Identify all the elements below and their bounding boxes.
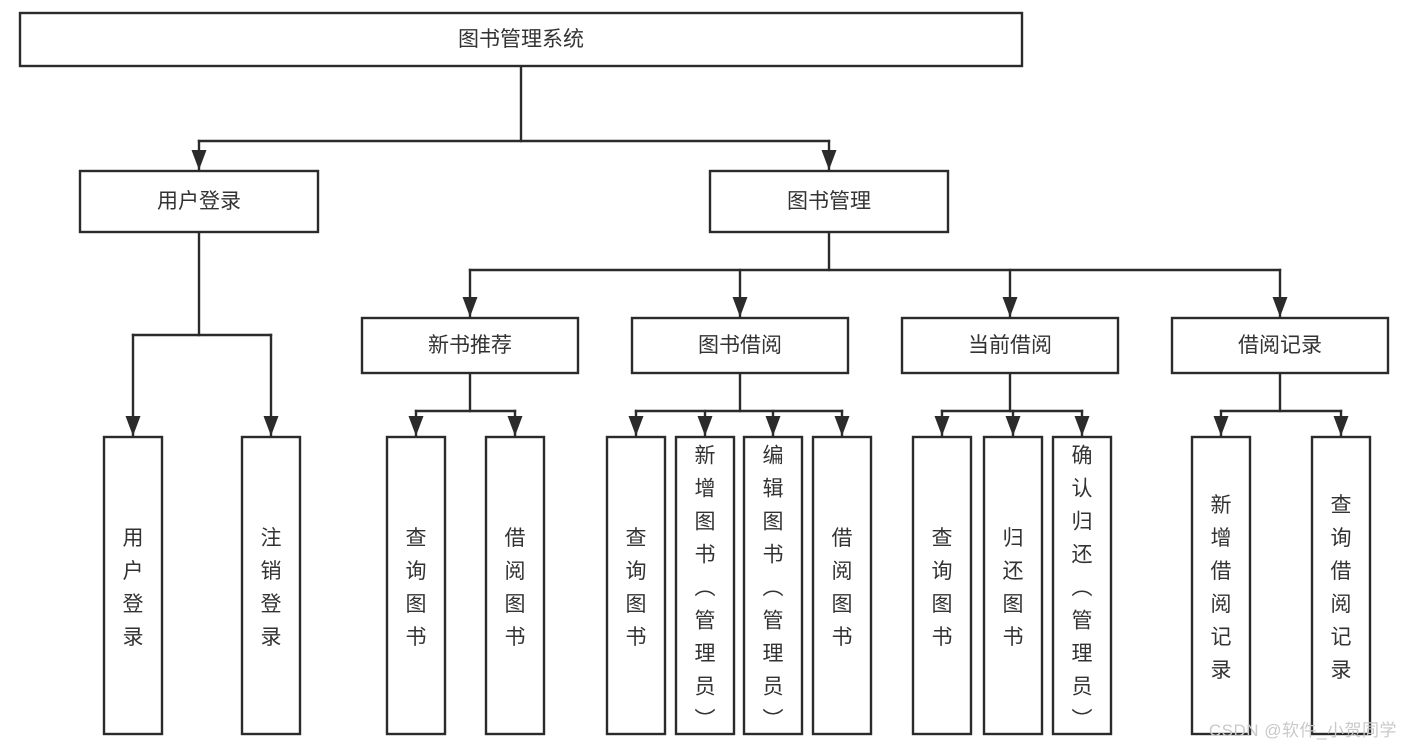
- node-new-book-recommend[interactable]: 新书推荐: [360, 316, 580, 375]
- node-label: 图书管理: [787, 190, 871, 213]
- arrow-head-icon: [732, 297, 748, 317]
- node-label: 用户登录: [157, 190, 241, 213]
- node-box[interactable]: [385, 435, 447, 736]
- arrow-head-icon: [1005, 416, 1021, 436]
- arrow-head-icon: [462, 297, 478, 317]
- node-book-borrow[interactable]: 图书借阅: [630, 316, 850, 375]
- arrow-head-icon: [125, 416, 141, 436]
- arrow-head-icon: [1074, 416, 1090, 436]
- node-box[interactable]: [630, 316, 850, 375]
- arrow-head-icon: [1213, 416, 1229, 436]
- node-leaf-user-login[interactable]: 用户登录: [102, 435, 164, 736]
- node-label: 借阅图书: [505, 527, 526, 649]
- node-box[interactable]: [900, 316, 1120, 375]
- node-leaf-add-book[interactable]: 新增图书︵管理员︶: [674, 435, 736, 736]
- arrow-head-icon: [263, 416, 279, 436]
- node-label: 归还图书: [1003, 527, 1024, 649]
- node-current-borrow[interactable]: 当前借阅: [900, 316, 1120, 375]
- node-box[interactable]: [708, 169, 950, 234]
- node-leaf-borrow-book-2[interactable]: 借阅图书: [811, 435, 873, 736]
- node-box[interactable]: [360, 316, 580, 375]
- node-label: 新增借阅记录: [1211, 494, 1232, 682]
- node-leaf-query-book-1[interactable]: 查询图书: [385, 435, 447, 736]
- node-leaf-add-record[interactable]: 新增借阅记录: [1190, 435, 1252, 736]
- node-box[interactable]: [742, 435, 804, 736]
- node-leaf-logout[interactable]: 注销登录: [240, 435, 302, 736]
- node-label: 查询图书: [626, 527, 647, 649]
- node-label: 查询图书: [932, 527, 953, 649]
- node-leaf-query-book-2[interactable]: 查询图书: [605, 435, 667, 736]
- node-label: 借阅记录: [1238, 334, 1322, 357]
- arrow-head-icon: [408, 416, 424, 436]
- node-box[interactable]: [911, 435, 973, 736]
- node-label: 查询借阅记录: [1331, 494, 1352, 682]
- node-leaf-query-record[interactable]: 查询借阅记录: [1310, 435, 1372, 736]
- node-box[interactable]: [78, 169, 320, 234]
- node-leaf-query-book-3[interactable]: 查询图书: [911, 435, 973, 736]
- node-leaf-edit-book[interactable]: 编辑图书︵管理员︶: [742, 435, 804, 736]
- node-label: 图书借阅: [698, 334, 782, 357]
- node-label: 新增图书︵管理员︶: [695, 445, 716, 732]
- node-label: 图书管理系统: [458, 28, 584, 51]
- node-box[interactable]: [605, 435, 667, 736]
- node-label: 编辑图书︵管理员︶: [763, 445, 784, 732]
- arrow-head-icon: [697, 416, 713, 436]
- arrow-head-icon: [934, 416, 950, 436]
- arrow-head-icon: [191, 150, 207, 170]
- node-label: 确认归还︵管理员︶: [1072, 445, 1093, 732]
- node-box[interactable]: [1190, 435, 1252, 736]
- node-label: 新书推荐: [428, 334, 512, 357]
- arrow-head-icon: [821, 150, 837, 170]
- node-box[interactable]: [240, 435, 302, 736]
- node-box[interactable]: [674, 435, 736, 736]
- node-root[interactable]: 图书管理系统: [18, 11, 1024, 68]
- node-box[interactable]: [1310, 435, 1372, 736]
- node-boxes-layer: 图书管理系统用户登录图书管理新书推荐图书借阅当前借阅借阅记录用户登录注销登录查询…: [18, 11, 1390, 736]
- node-box[interactable]: [102, 435, 164, 736]
- node-label: 查询图书: [406, 527, 427, 649]
- arrow-head-icon: [765, 416, 781, 436]
- node-borrow-record[interactable]: 借阅记录: [1170, 316, 1390, 375]
- node-user-login[interactable]: 用户登录: [78, 169, 320, 234]
- arrow-head-icon: [1272, 297, 1288, 317]
- node-label: 当前借阅: [968, 334, 1052, 357]
- arrow-head-icon: [1002, 297, 1018, 317]
- node-label: 用户登录: [123, 527, 144, 649]
- node-box[interactable]: [484, 435, 546, 736]
- csdn-watermark: CSDN @软件_小贺同学: [1208, 721, 1397, 740]
- node-box[interactable]: [1051, 435, 1113, 736]
- node-leaf-confirm-return[interactable]: 确认归还︵管理员︶: [1051, 435, 1113, 736]
- node-box[interactable]: [18, 11, 1024, 68]
- node-leaf-return-book[interactable]: 归还图书: [982, 435, 1044, 736]
- node-box[interactable]: [1170, 316, 1390, 375]
- node-label: 借阅图书: [832, 527, 853, 649]
- node-box[interactable]: [982, 435, 1044, 736]
- arrow-head-icon: [507, 416, 523, 436]
- node-book-manage[interactable]: 图书管理: [708, 169, 950, 234]
- node-label: 注销登录: [261, 527, 282, 649]
- connector-edges-layer: [125, 64, 1349, 438]
- node-leaf-borrow-book-1[interactable]: 借阅图书: [484, 435, 546, 736]
- node-box[interactable]: [811, 435, 873, 736]
- arrow-head-icon: [834, 416, 850, 436]
- arrow-head-icon: [628, 416, 644, 436]
- arrow-head-icon: [1333, 416, 1349, 436]
